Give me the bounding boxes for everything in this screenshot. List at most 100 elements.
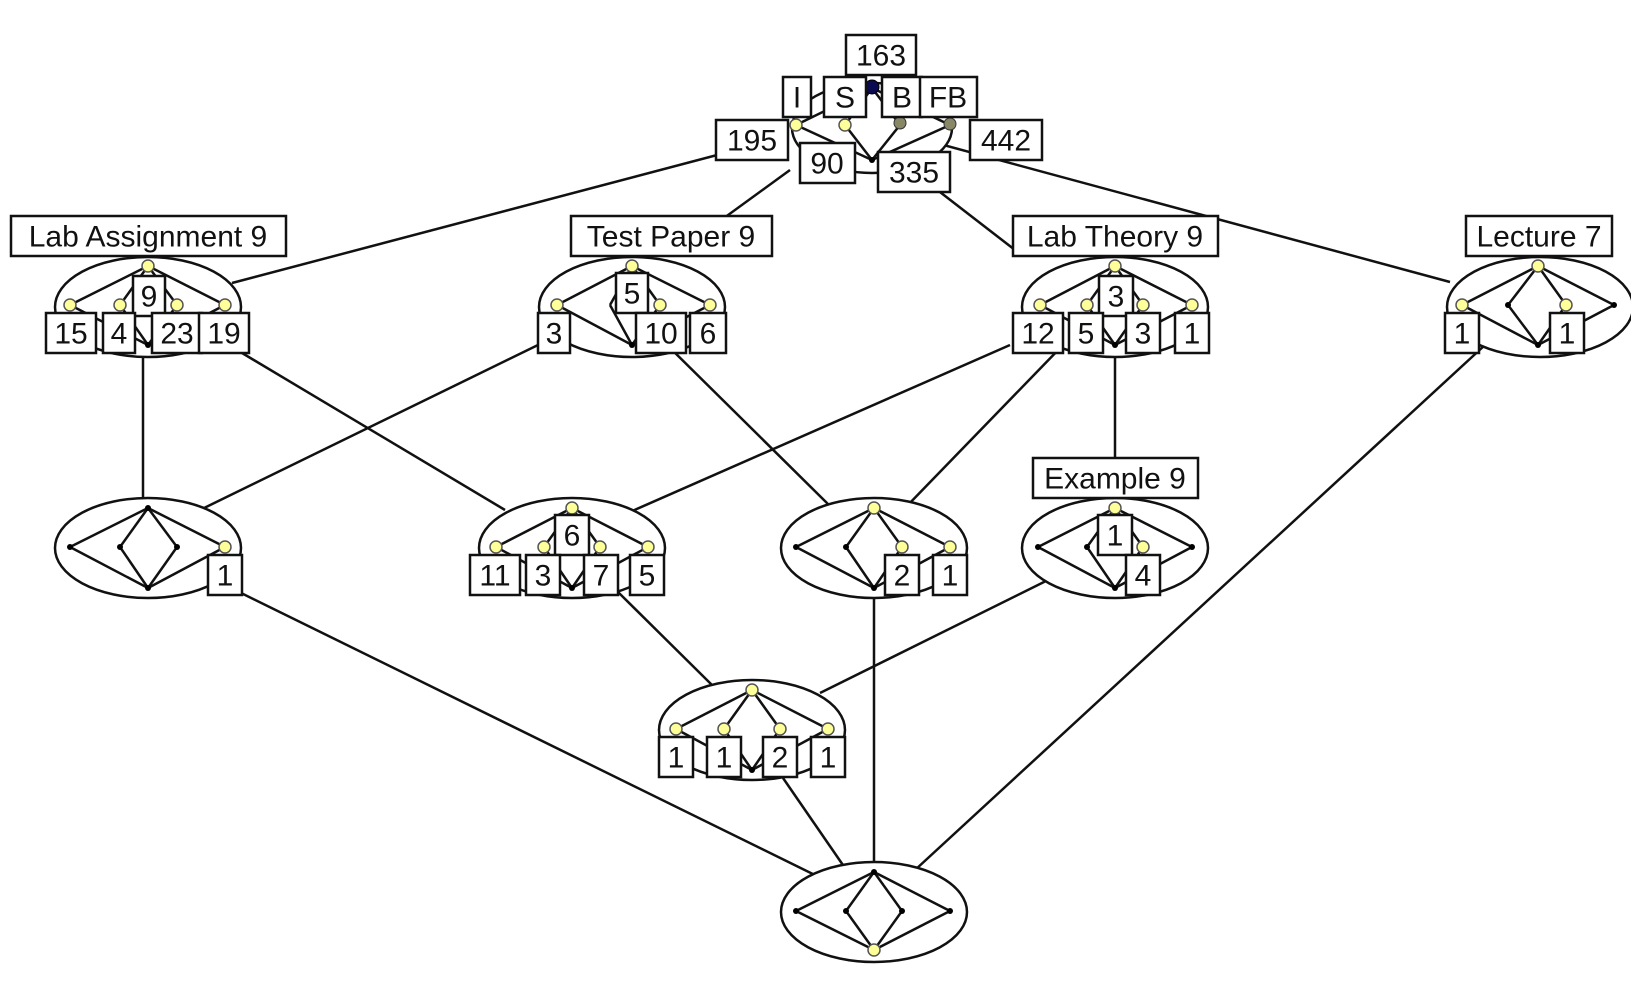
edge — [924, 138, 1451, 284]
node-dot — [1136, 298, 1150, 312]
node-dot — [947, 908, 953, 914]
edge — [231, 143, 756, 285]
node-dot — [838, 118, 852, 132]
edges — [141, 138, 1486, 882]
node-title: Lab Assignment 9 — [29, 221, 268, 254]
count-label: 1 — [716, 742, 733, 775]
node-dot — [1189, 544, 1195, 550]
count-label: 442 — [981, 125, 1031, 158]
count-label: 1 — [1107, 520, 1124, 553]
count-label: 6 — [564, 520, 581, 553]
node-ellipse — [657, 678, 847, 782]
count-label: 1 — [1559, 318, 1576, 351]
attribute-i-label: I — [793, 82, 801, 115]
node-dot — [489, 540, 503, 554]
node-dot — [117, 544, 123, 550]
edge — [914, 344, 1486, 871]
count-label: 4 — [1135, 560, 1152, 593]
node-dot — [843, 544, 849, 550]
node-example: Example 9 1 4 — [1020, 456, 1210, 600]
node-dot — [565, 501, 579, 515]
node-top: 163 I S B FB 195 90 335 442 — [714, 33, 1044, 194]
node-inner-graph — [69, 506, 226, 590]
node-mid-left: 1 — [53, 496, 244, 600]
count-label: 195 — [727, 125, 777, 158]
node-dot — [1112, 585, 1118, 591]
count-label: 10 — [644, 318, 677, 351]
count-label: 23 — [160, 318, 193, 351]
node-dot — [1505, 302, 1511, 308]
count-label: 2 — [772, 742, 789, 775]
node-lower: 1 1 2 1 — [657, 678, 847, 782]
count-label: 90 — [810, 148, 843, 181]
count-label: 6 — [700, 318, 717, 351]
count-label: 1 — [820, 742, 837, 775]
count-label: 1 — [1184, 318, 1201, 351]
node-dot — [867, 501, 881, 515]
node-dot — [629, 342, 635, 348]
count-label: 19 — [207, 318, 240, 351]
count-label: 5 — [639, 560, 656, 593]
count-label: 1 — [1454, 318, 1471, 351]
node-dot — [141, 259, 155, 273]
edge — [629, 343, 1011, 514]
count-label: 3 — [1108, 281, 1125, 314]
count-label: 5 — [624, 278, 641, 311]
node-dot — [550, 298, 564, 312]
node-dot — [871, 585, 877, 591]
count-label: 335 — [889, 157, 939, 190]
node-dot — [789, 118, 803, 132]
node-dot — [717, 722, 731, 736]
edge — [199, 343, 539, 512]
node-dot — [843, 908, 849, 914]
edge — [617, 591, 713, 686]
attribute-s-label: S — [835, 82, 855, 115]
node-dot — [1084, 544, 1090, 550]
node-ellipse — [779, 860, 969, 964]
count-label: 1 — [668, 742, 685, 775]
attribute-b-label: B — [892, 82, 912, 115]
node-dot — [1531, 259, 1545, 273]
node-dot — [1108, 501, 1122, 515]
node-dot — [170, 298, 184, 312]
count-label: 12 — [1021, 318, 1054, 351]
node-dot — [1185, 298, 1199, 312]
count-label: 3 — [1135, 318, 1152, 351]
node-title: Lab Theory 9 — [1027, 221, 1203, 254]
top-count-label: 163 — [856, 40, 906, 73]
edge — [234, 588, 826, 882]
count-label: 11 — [479, 560, 510, 593]
node-dot — [943, 117, 957, 131]
count-label: 3 — [546, 318, 563, 351]
node-dot — [773, 722, 787, 736]
count-label: 7 — [593, 560, 610, 593]
count-label: 3 — [535, 560, 552, 593]
node-dot — [569, 585, 575, 591]
node-mid-center: 6 11 3 7 5 — [468, 496, 667, 600]
node-dot — [1455, 298, 1469, 312]
count-label: 4 — [111, 318, 128, 351]
node-dot — [1033, 298, 1047, 312]
node-dot — [145, 585, 151, 591]
node-lab-theory: Lab Theory 9 3 12 5 3 1 — [1011, 214, 1220, 359]
node-dot — [174, 544, 180, 550]
node-dot — [1535, 342, 1541, 348]
node-dot — [113, 298, 127, 312]
node-dot — [867, 943, 881, 957]
node-dot — [871, 869, 877, 875]
node-dot — [537, 540, 551, 554]
node-dot — [625, 259, 639, 273]
node-dot — [1035, 544, 1041, 550]
node-dot — [218, 298, 232, 312]
node-dot — [943, 540, 957, 554]
count-label: 1 — [942, 560, 959, 593]
node-dot — [1559, 298, 1573, 312]
node-dot — [1108, 259, 1122, 273]
node-test-paper: Test Paper 9 5 3 10 6 — [536, 214, 774, 359]
count-label: 2 — [894, 560, 911, 593]
node-lecture: Lecture 7 1 1 — [1443, 214, 1631, 359]
node-dot — [67, 544, 73, 550]
count-label: 5 — [1078, 318, 1095, 351]
edge — [659, 337, 833, 509]
